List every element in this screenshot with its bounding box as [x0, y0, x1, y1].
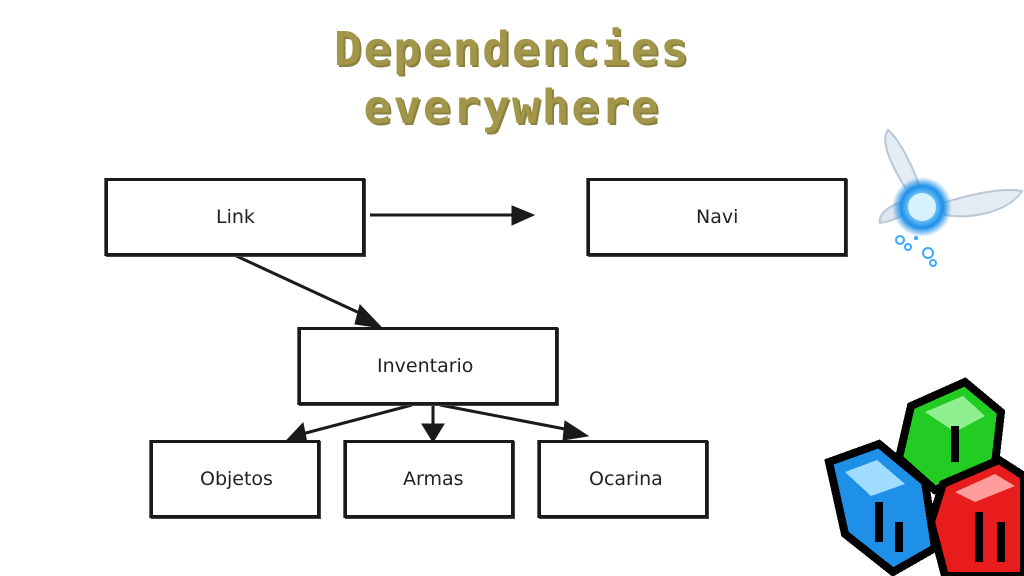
node-armas-label: Armas	[403, 468, 464, 490]
node-navi: Navi	[587, 178, 847, 256]
node-link: Link	[105, 178, 365, 256]
node-navi-label: Navi	[696, 206, 739, 228]
node-inventario-label: Inventario	[377, 355, 474, 377]
arrow-link-inventario	[231, 252, 367, 318]
node-armas: Armas	[344, 440, 514, 518]
node-objetos-label: Objetos	[200, 468, 273, 490]
arrow-inventario-ocarina	[439, 403, 571, 432]
node-objetos: Objetos	[150, 440, 320, 518]
rupees-icon	[824, 377, 1024, 576]
node-ocarina: Ocarina	[538, 440, 708, 518]
node-ocarina-label: Ocarina	[589, 468, 663, 490]
title-line-1: Dependencies	[333, 22, 691, 76]
navi-fairy-icon	[878, 128, 1024, 267]
arrowhead-link-navi	[511, 205, 536, 226]
page-title: Dependencies everywhere	[0, 20, 1024, 136]
arrowhead-link-inventario	[354, 304, 384, 329]
title-line-2: everywhere	[363, 80, 661, 134]
node-inventario: Inventario	[298, 327, 558, 405]
arrowhead-inventario-armas	[421, 423, 445, 443]
arrowhead-inventario-ocarina	[562, 420, 590, 441]
node-link-label: Link	[216, 206, 255, 228]
arrow-inventario-objetos	[301, 403, 413, 436]
